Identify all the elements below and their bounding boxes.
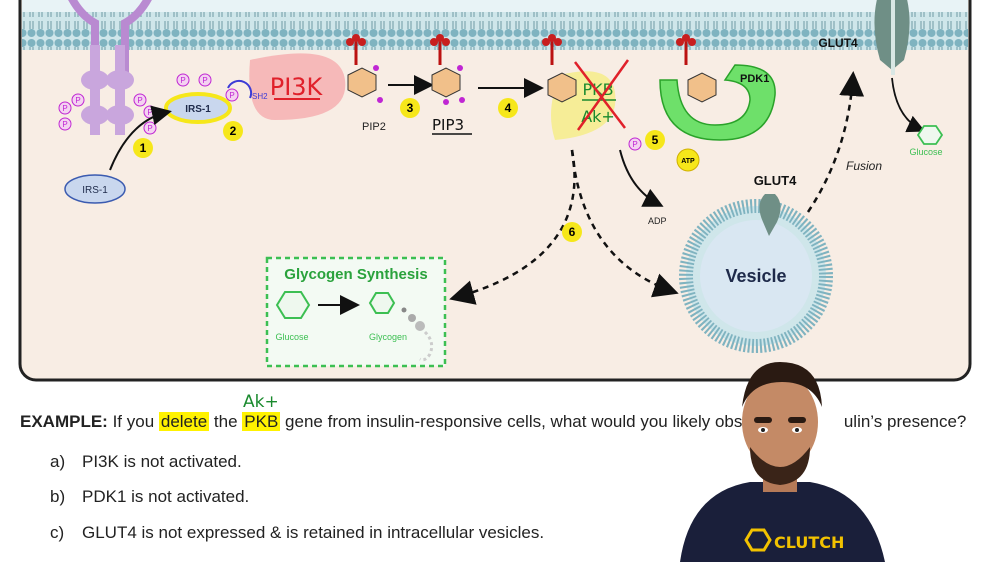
step-5-badge xyxy=(645,130,665,150)
svg-text:IRS-1: IRS-1 xyxy=(185,104,211,115)
question-text: EXAMPLE: If you delete the PKB gene from… xyxy=(20,412,967,431)
pkb-akt-complex: PKB Ak+ xyxy=(542,34,630,140)
plasma-membrane xyxy=(22,12,968,50)
svg-text:P: P xyxy=(137,96,142,105)
glycogen-synthesis-box: Glycogen Synthesis Glucose Glycogen xyxy=(265,256,447,368)
svg-text:Vesicle: Vesicle xyxy=(725,266,786,286)
highlight-delete: delete xyxy=(158,412,210,431)
pdk1-enzyme: PDK1 xyxy=(659,34,776,141)
handwritten-annotation-akt: Ak+ xyxy=(243,392,279,412)
svg-text:ATP: ATP xyxy=(681,158,695,165)
question-prefix: EXAMPLE: xyxy=(20,412,108,431)
insulin-receptor xyxy=(68,0,152,135)
option-c[interactable]: c)GLUT4 is not expressed & is retained i… xyxy=(50,523,545,542)
option-b[interactable]: b)PDK1 is not activated. xyxy=(50,487,250,506)
svg-text:GLUT4: GLUT4 xyxy=(754,173,797,188)
pip3-molecule: PIP3 xyxy=(430,34,472,135)
option-a[interactable]: a)PI3K is not activated. xyxy=(50,452,242,471)
svg-text:3: 3 xyxy=(407,101,414,115)
svg-text:SH2: SH2 xyxy=(252,92,268,101)
step-4-badge xyxy=(498,98,518,118)
svg-text:P: P xyxy=(75,96,80,105)
step-3-badge xyxy=(400,98,420,118)
svg-text:P: P xyxy=(202,76,207,85)
highlight-pkb: PKB xyxy=(242,412,281,431)
receptor-phosphates: P P P P P P xyxy=(58,93,157,135)
svg-text:CLUTCH: CLUTCH xyxy=(774,533,844,552)
cell-cytoplasm xyxy=(18,0,972,382)
svg-text:GLUT4: GLUT4 xyxy=(818,36,858,50)
svg-text:6: 6 xyxy=(569,225,576,239)
svg-text:Glycogen Synthesis: Glycogen Synthesis xyxy=(284,266,427,283)
svg-text:2: 2 xyxy=(230,124,237,138)
arrow-step5 xyxy=(619,149,664,207)
svg-text:P: P xyxy=(180,76,185,85)
step-1-badge xyxy=(133,138,153,158)
svg-text:IRS-1: IRS-1 xyxy=(82,185,108,196)
svg-text:1: 1 xyxy=(140,141,147,155)
svg-text:Fusion: Fusion xyxy=(846,159,882,173)
svg-text:Glucose: Glucose xyxy=(909,147,942,157)
svg-text:P: P xyxy=(147,108,152,117)
insulin-signaling-diagram: P P P P P P IRS-1 P P P SH2 PI3K IRS-1 P… xyxy=(18,0,972,382)
svg-text:P: P xyxy=(62,104,67,113)
svg-text:Glucose: Glucose xyxy=(275,332,308,342)
pip2-molecule: PIP2 xyxy=(346,34,386,133)
irs1-free: IRS-1 xyxy=(64,174,126,204)
svg-text:P: P xyxy=(632,140,637,149)
presenter-video-overlay: CLUTCH xyxy=(680,362,885,562)
svg-text:4: 4 xyxy=(505,101,512,115)
svg-text:PI3K: PI3K xyxy=(270,73,324,101)
svg-text:P: P xyxy=(147,124,152,133)
svg-text:PIP3: PIP3 xyxy=(432,116,464,134)
glucose-icon xyxy=(916,125,944,145)
arrow-step1 xyxy=(109,105,172,171)
svg-text:P: P xyxy=(229,91,234,100)
arrow-fusion xyxy=(806,71,865,213)
atp-badge: ATP xyxy=(676,148,700,172)
glut4-vesicle: Vesicle GLUT4 xyxy=(679,173,833,353)
svg-text:Glycogen: Glycogen xyxy=(369,332,407,342)
step-6-badge xyxy=(562,222,582,242)
arrow-step6-vesicle xyxy=(570,149,679,298)
svg-text:PKB: PKB xyxy=(582,80,613,99)
glut4-transporter: GLUT4 xyxy=(818,0,910,75)
svg-text:PDK1: PDK1 xyxy=(740,73,769,85)
step-2-badge xyxy=(223,121,243,141)
clutch-logo-icon xyxy=(744,528,772,552)
svg-text:PIP2: PIP2 xyxy=(362,121,386,133)
svg-text:P: P xyxy=(62,120,67,129)
arrow-glucose-in xyxy=(891,77,926,133)
pi3k-complex: SH2 PI3K xyxy=(227,53,346,121)
svg-text:5: 5 xyxy=(652,133,659,147)
svg-text:ADP: ADP xyxy=(648,216,667,226)
